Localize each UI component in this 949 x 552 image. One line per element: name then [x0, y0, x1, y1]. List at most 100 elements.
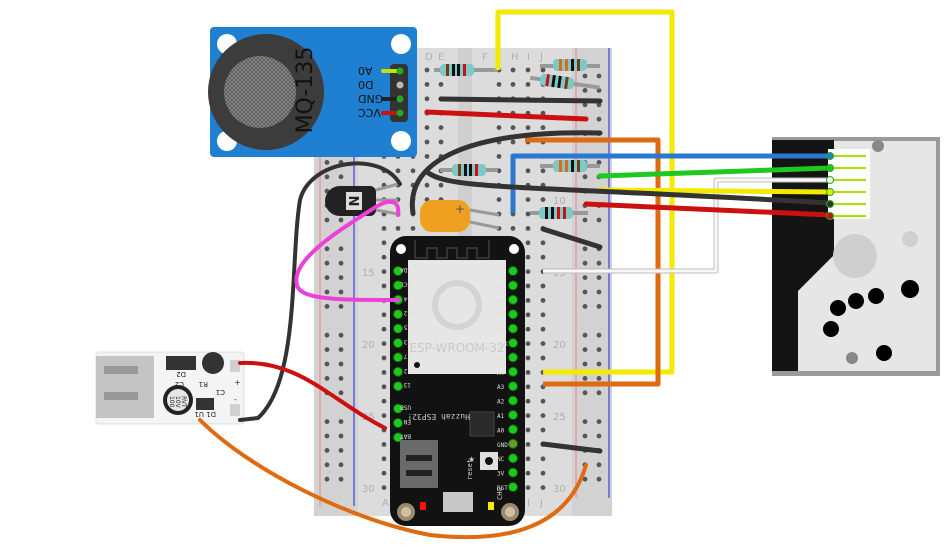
breadboard-hole[interactable]	[381, 326, 387, 332]
rail-hole[interactable]	[582, 347, 588, 352]
wire-black-curve[interactable]	[409, 130, 603, 216]
breadboard-hole[interactable]	[525, 384, 531, 390]
rail-hole[interactable]	[582, 332, 588, 338]
dust-pin[interactable]	[826, 188, 834, 196]
rail-hole[interactable]	[596, 347, 602, 352]
breadboard-hole[interactable]	[381, 485, 387, 490]
dust-pin[interactable]	[826, 152, 834, 160]
breadboard-hole[interactable]	[496, 197, 502, 203]
resistor[interactable]	[440, 164, 498, 176]
breadboard-hole[interactable]	[540, 254, 546, 260]
rail-hole[interactable]	[582, 246, 588, 252]
usb-a-port[interactable]	[96, 356, 154, 418]
dust-pin[interactable]	[826, 200, 834, 208]
breadboard-hole[interactable]	[424, 139, 430, 145]
pin-a0[interactable]	[508, 424, 518, 435]
breadboard-hole[interactable]	[381, 384, 387, 390]
breadboard-hole[interactable]	[395, 168, 401, 174]
rail-hole[interactable]	[338, 246, 344, 252]
breadboard-hole[interactable]	[496, 82, 502, 87]
breadboard-hole[interactable]	[540, 298, 546, 303]
dust-sensor[interactable]	[772, 137, 940, 376]
breadboard-hole[interactable]	[381, 413, 387, 418]
breadboard-hole[interactable]	[395, 226, 401, 231]
breadboard-hole[interactable]	[410, 168, 416, 174]
resistor[interactable]	[530, 207, 588, 219]
rail-hole[interactable]	[338, 433, 344, 439]
rail-hole[interactable]	[338, 217, 344, 223]
pin-27[interactable]	[393, 352, 403, 363]
pin-12[interactable]	[393, 366, 403, 377]
breadboard-hole[interactable]	[381, 283, 387, 289]
pin-nc[interactable]	[508, 453, 518, 464]
breadboard-hole[interactable]	[525, 67, 531, 73]
breadboard-hole[interactable]	[525, 326, 531, 332]
breadboard-hole[interactable]	[525, 211, 531, 217]
breadboard-hole[interactable]	[540, 427, 546, 433]
breadboard-hole[interactable]	[525, 82, 531, 87]
breadboard-hole[interactable]	[540, 485, 546, 490]
resistor[interactable]	[434, 64, 498, 76]
pin-32[interactable]	[393, 309, 403, 320]
wire-black-boost-gnd[interactable]	[238, 161, 402, 422]
rail-hole[interactable]	[338, 361, 344, 367]
pin-mi[interactable]	[508, 309, 518, 320]
rail-hole[interactable]	[596, 462, 602, 468]
micro-usb-port[interactable]	[443, 492, 473, 512]
breadboard-hole[interactable]	[540, 398, 546, 404]
breadboard-hole[interactable]	[381, 442, 387, 447]
pin-33[interactable]	[393, 338, 403, 348]
rail-hole[interactable]	[582, 390, 588, 396]
rail-hole[interactable]	[582, 275, 588, 280]
breadboard-hole[interactable]	[424, 96, 430, 102]
breadboard-hole[interactable]	[438, 125, 444, 130]
rail-hole[interactable]	[324, 160, 330, 165]
pin-mo[interactable]	[508, 323, 518, 334]
breadboard-hole[interactable]	[381, 226, 387, 231]
breadboard-hole[interactable]	[540, 168, 546, 174]
wire-yellow-signal[interactable]	[495, 9, 675, 375]
breadboard-hole[interactable]	[525, 125, 531, 130]
rail-hole[interactable]	[596, 102, 602, 108]
breadboard-hole[interactable]	[424, 67, 430, 73]
rail-hole[interactable]	[324, 433, 330, 439]
breadboard-hole[interactable]	[496, 154, 502, 159]
wire-green[interactable]	[597, 165, 833, 179]
pin-gnd[interactable]	[508, 438, 518, 449]
breadboard-hole[interactable]	[525, 240, 531, 246]
rail-hole[interactable]	[338, 376, 344, 381]
mq-pin-vcc[interactable]	[396, 109, 404, 117]
rail-hole[interactable]	[596, 275, 602, 280]
pin-sda[interactable]	[393, 266, 403, 276]
rail-hole[interactable]	[338, 462, 344, 468]
breadboard-hole[interactable]	[410, 226, 416, 231]
breadboard-hole[interactable]	[525, 312, 531, 318]
rail-hole[interactable]	[338, 332, 344, 338]
breadboard-hole[interactable]	[540, 355, 546, 361]
breadboard-hole[interactable]	[525, 355, 531, 361]
resistor[interactable]	[540, 160, 600, 172]
breadboard-hole[interactable]	[540, 326, 546, 332]
breadboard-hole[interactable]	[424, 154, 430, 159]
breadboard-hole[interactable]	[540, 456, 546, 462]
wire-orange[interactable]	[525, 137, 661, 387]
breadboard-hole[interactable]	[540, 240, 546, 246]
pin-a2[interactable]	[508, 395, 518, 406]
wire-black-long[interactable]	[424, 169, 833, 206]
wire-red-vcc-rail[interactable]	[424, 109, 589, 122]
rail-hole[interactable]	[582, 304, 588, 309]
breadboard-hole[interactable]	[381, 398, 387, 404]
rail-hole[interactable]	[324, 260, 330, 266]
esp32-feather-board[interactable]: ESP-WROOM-32 SDASCL14321533271213USBENBA…	[390, 236, 525, 526]
breadboard-hole[interactable]	[381, 312, 387, 318]
pin-usb[interactable]	[393, 403, 403, 414]
rail-hole[interactable]	[596, 260, 602, 266]
pin-a1[interactable]	[508, 410, 518, 420]
wire-black[interactable]	[540, 226, 603, 250]
rail-hole[interactable]	[338, 275, 344, 280]
pin-13[interactable]	[393, 381, 403, 392]
breadboard-hole[interactable]	[525, 442, 531, 447]
rail-hole[interactable]	[338, 174, 344, 180]
rail-hole[interactable]	[324, 289, 330, 295]
rail-hole[interactable]	[324, 462, 330, 468]
